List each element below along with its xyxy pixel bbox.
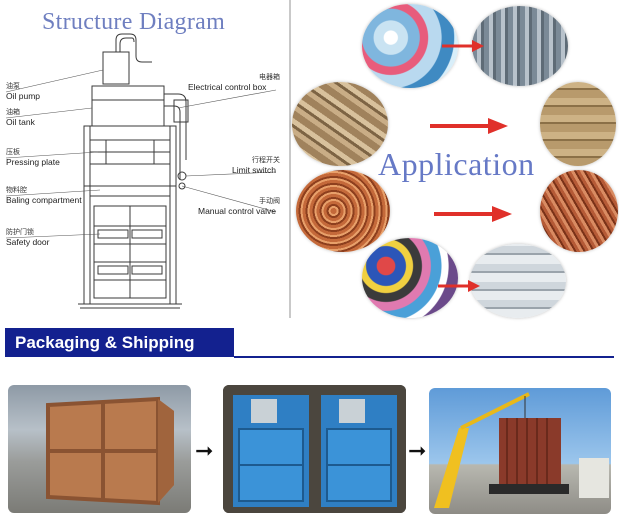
- crane-drawing: [434, 392, 609, 508]
- used-clothes-image: [362, 238, 458, 318]
- wire-bale-image: [540, 170, 618, 252]
- copper-wire-image: [296, 170, 390, 252]
- label-baling-compartment: Baling compartment: [6, 195, 82, 205]
- label-manual-valve-cn: 手动阀: [259, 197, 280, 205]
- label-control-box: Electrical control box: [188, 82, 267, 92]
- label-control-box-cn: 电器箱: [259, 73, 280, 81]
- arrow-icon: ➞: [408, 438, 427, 463]
- label-oil-pump: Oil pump: [6, 91, 41, 101]
- arrow-icon: ➞: [195, 438, 214, 463]
- arrow-icon: [430, 118, 508, 134]
- baler-line-drawing: [5, 33, 277, 309]
- clothes-bale-image: [470, 244, 566, 318]
- label-pressing-plate-cn: 压板: [6, 148, 20, 156]
- label-manual-valve: Manual control valve: [198, 206, 276, 216]
- label-safety-door: Safety door: [6, 237, 50, 247]
- label-baling-compartment-cn: 物料腔: [6, 186, 27, 194]
- packaging-underline: [234, 356, 614, 358]
- container-crane-loading-photo: [429, 388, 611, 514]
- cardboard-scraps-image: [292, 82, 388, 166]
- label-oil-tank-cn: 油箱: [6, 108, 20, 116]
- bottle-bale-image: [472, 6, 568, 86]
- label-safety-door-cn: 防护门锁: [6, 228, 34, 236]
- packaging-banner: [5, 328, 234, 357]
- arrow-icon: [434, 206, 512, 222]
- structure-diagram-panel: Structure Diagram 油泵 Oil pump 油箱 Oil tan…: [0, 0, 288, 318]
- cardboard-bale-image: [540, 82, 616, 166]
- label-limit-switch: Limit switch: [232, 165, 276, 175]
- panel-divider: [289, 0, 291, 318]
- arrow-icon: [442, 40, 484, 52]
- packaging-title: Packaging & Shipping: [15, 333, 195, 352]
- label-pressing-plate: Pressing plate: [6, 157, 60, 167]
- structure-diagram-title: Structure Diagram: [42, 9, 226, 35]
- label-oil-tank: Oil tank: [6, 117, 35, 127]
- wooden-crate-drawing: [46, 396, 174, 506]
- application-title: Application: [378, 146, 535, 182]
- balers-drawing: [223, 385, 406, 513]
- balers-in-container-photo: [223, 385, 406, 513]
- wooden-crate-photo: [8, 385, 191, 513]
- arrow-icon: [438, 280, 480, 292]
- label-limit-switch-cn: 行程开关: [252, 156, 280, 164]
- label-oil-pump-cn: 油泵: [6, 82, 20, 90]
